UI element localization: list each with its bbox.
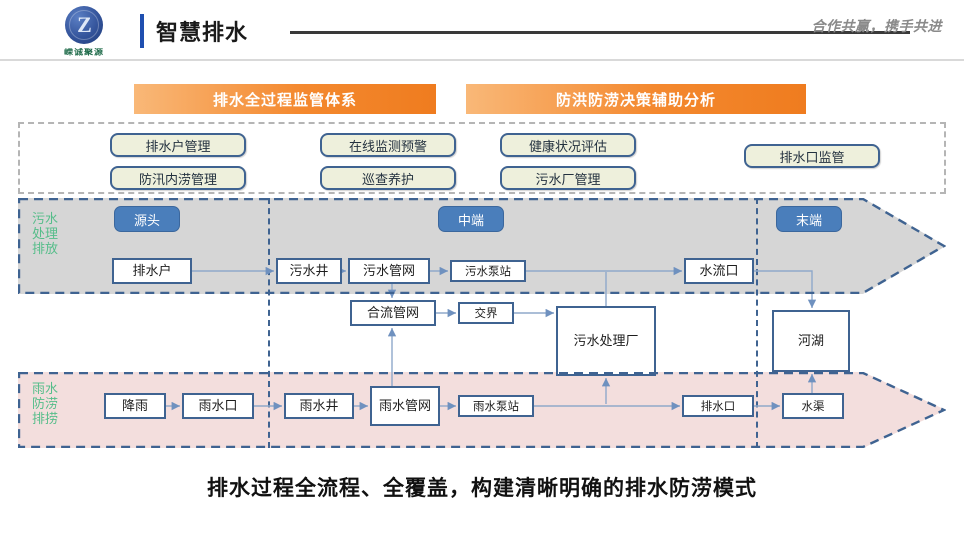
stage-pill-1: 中端 bbox=[438, 206, 504, 232]
function-box-6[interactable]: 排水口监管 bbox=[744, 144, 880, 168]
node-heliuguanwang[interactable]: 合流管网 bbox=[350, 300, 436, 326]
node-yushuibengzhan[interactable]: 雨水泵站 bbox=[458, 395, 534, 417]
node-wushuichuliichang[interactable]: 污水处理厂 bbox=[556, 306, 656, 376]
node-yushuijing[interactable]: 雨水井 bbox=[284, 393, 354, 419]
title-divider-line bbox=[290, 31, 910, 34]
stage-pill-0: 源头 bbox=[114, 206, 180, 232]
node-yushuiguanwang[interactable]: 雨水管网 bbox=[370, 386, 440, 426]
node-paishuikou[interactable]: 排水口 bbox=[682, 395, 754, 417]
node-wushuijing[interactable]: 污水井 bbox=[276, 258, 342, 284]
node-paishuihu[interactable]: 排水户 bbox=[112, 258, 192, 284]
node-shuiqu[interactable]: 水渠 bbox=[782, 393, 844, 419]
function-box-2[interactable]: 在线监测预警 bbox=[320, 133, 456, 157]
column-divider-right bbox=[756, 198, 758, 448]
title-group: 智慧排水 bbox=[140, 14, 248, 48]
page-header: Z 嵘诚聚源 智慧排水 合作共赢，携手共进 bbox=[0, 0, 964, 62]
function-box-4[interactable]: 健康状况评估 bbox=[500, 133, 636, 157]
function-box-0[interactable]: 排水户管理 bbox=[110, 133, 246, 157]
node-shuiliukou[interactable]: 水流口 bbox=[684, 258, 754, 284]
function-modules-region bbox=[18, 122, 946, 194]
header-slogan: 合作共赢，携手共进 bbox=[811, 19, 942, 35]
function-box-1[interactable]: 防汛内涝管理 bbox=[110, 166, 246, 190]
title-accent-bar bbox=[140, 14, 144, 48]
node-wushuiguanwang[interactable]: 污水管网 bbox=[348, 258, 430, 284]
node-jiaojie[interactable]: 交界 bbox=[458, 302, 514, 324]
node-yushuikou[interactable]: 雨水口 bbox=[182, 393, 254, 419]
page-title: 智慧排水 bbox=[156, 21, 249, 46]
node-hehu[interactable]: 河湖 bbox=[772, 310, 850, 372]
column-divider-left bbox=[268, 198, 270, 448]
function-box-3[interactable]: 巡查养护 bbox=[320, 166, 456, 190]
node-jiangyu[interactable]: 降雨 bbox=[104, 393, 166, 419]
banner-supervision-system: 排水全过程监管体系 bbox=[134, 84, 436, 114]
band-label-stormwater: 雨水防涝排捞 bbox=[32, 382, 59, 427]
page-caption: 排水过程全流程、全覆盖，构建清晰明确的排水防涝模式 bbox=[207, 476, 757, 500]
header-underline bbox=[0, 59, 964, 61]
logo-company-name: 嵘诚聚源 bbox=[63, 47, 104, 57]
band-label-sewage: 污水处理排放 bbox=[32, 212, 59, 257]
company-logo: Z 嵘诚聚源 bbox=[38, 6, 130, 58]
function-box-5[interactable]: 污水厂管理 bbox=[500, 166, 636, 190]
node-wushuibengzhan[interactable]: 污水泵站 bbox=[450, 260, 526, 282]
stage-pill-2: 末端 bbox=[776, 206, 842, 232]
banner-flood-analysis: 防洪防涝决策辅助分析 bbox=[466, 84, 806, 114]
logo-emblem-icon: Z bbox=[65, 6, 103, 44]
